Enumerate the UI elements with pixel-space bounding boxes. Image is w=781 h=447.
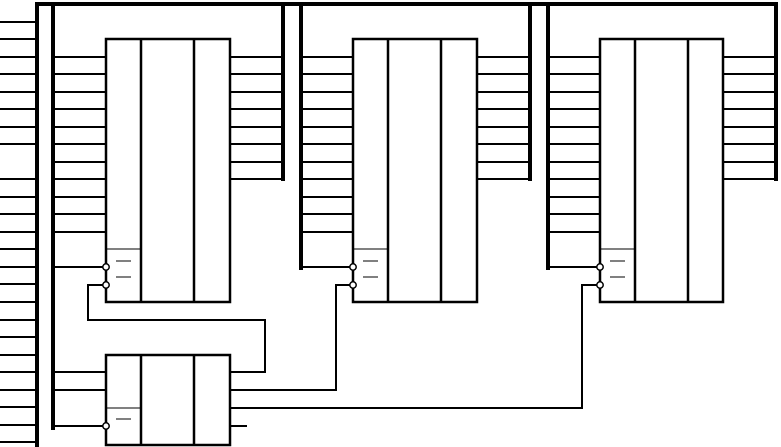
- chip-3-inverting-input-bubble: [596, 281, 604, 289]
- chip-2-inverting-input-bubble: [349, 281, 357, 289]
- bus-lines: [35, 2, 778, 447]
- chip-4-inverting-input-bubble: [102, 422, 110, 430]
- chip-1-input-pins: [53, 56, 106, 268]
- chip-4-input-pins: [53, 371, 106, 427]
- chip-3-output-pins: [723, 56, 776, 180]
- chip-1-output-pins: [230, 56, 283, 180]
- select-wire-chip-1: [87, 284, 266, 373]
- chip-2-output-pins: [477, 56, 530, 180]
- chip-1-inverting-input-bubble: [102, 281, 110, 289]
- chip-3-input-pins: [548, 56, 600, 268]
- chip-3: [598, 37, 725, 304]
- chip-2-input-pins: [301, 56, 353, 268]
- chip-2: [351, 37, 479, 304]
- chip-4-decoder: [104, 353, 232, 447]
- chip-3-inverting-input-bubble: [596, 263, 604, 271]
- chip-1: [104, 37, 232, 304]
- select-wire-chip-2: [230, 284, 350, 391]
- left-edge-stubs: [0, 21, 37, 443]
- chip-2-inverting-input-bubble: [349, 263, 357, 271]
- chip-1-inverting-input-bubble: [102, 263, 110, 271]
- select-wire-chip-3: [230, 284, 597, 409]
